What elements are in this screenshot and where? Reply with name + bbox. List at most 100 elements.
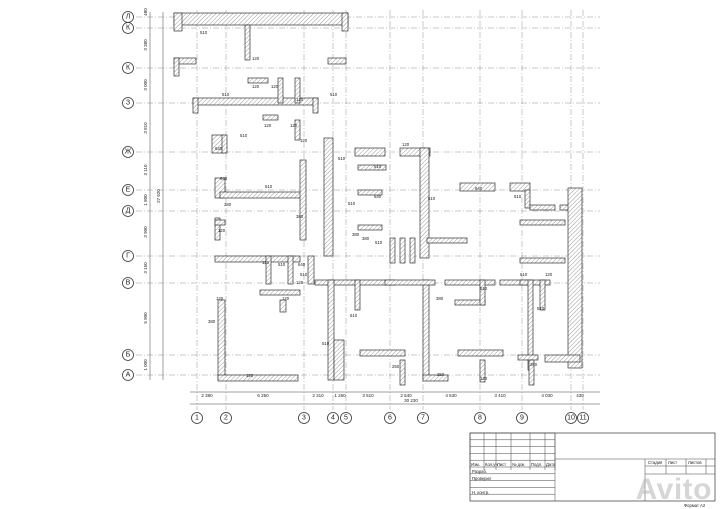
col-axis-label: 1 — [195, 415, 199, 422]
wall-segment — [299, 159, 307, 241]
wall-thickness-label: 120 — [252, 84, 260, 89]
wall-segment — [426, 237, 468, 244]
bottom-dim-text: 3 410 — [494, 393, 506, 398]
wall-segment — [357, 224, 383, 231]
wall-thickness-label: 120 — [262, 260, 270, 265]
wall-thickness-label: 510 — [374, 164, 382, 169]
col-axis-label: 6 — [388, 415, 392, 422]
wall-segment — [519, 257, 566, 264]
wall-thickness-label: 120 — [290, 123, 298, 128]
row-axis-bubble — [122, 349, 134, 361]
col-axis-bubble — [220, 412, 232, 424]
wall-thickness-label: 120 — [296, 97, 304, 102]
wall-thickness-label: 120 — [282, 296, 290, 301]
col-axis-bubble — [516, 412, 528, 424]
wall-segment — [341, 12, 349, 32]
wall-thickness-label: 510 — [537, 306, 545, 311]
title-block-header: Лист — [497, 462, 506, 467]
wall-thickness-label: 510 — [222, 92, 230, 97]
bottom-dim-text: 6 250 — [257, 393, 269, 398]
col-axis-label: 10 — [567, 415, 575, 422]
left-dim-text: 3 810 — [143, 122, 148, 134]
row-axis-bubble — [122, 62, 134, 74]
left-dim-text: 27 620 — [156, 189, 161, 203]
wall-segment — [277, 77, 284, 104]
row-axis-label: Е — [126, 187, 131, 194]
wall-segment — [219, 191, 306, 199]
wall-thickness-label: 510 — [338, 156, 346, 161]
col-axis-label: 7 — [421, 415, 425, 422]
title-block-header: Дата — [546, 462, 556, 467]
wall-thickness-label: 380 — [436, 296, 444, 301]
wall-segment — [517, 354, 539, 361]
col-axis-label: 3 — [302, 415, 306, 422]
wall-thickness-label: 250 — [392, 364, 400, 369]
row-axis-label: А — [126, 372, 131, 379]
wall-thickness-label: 120 — [545, 272, 553, 277]
wall-segment — [459, 182, 496, 192]
wall-segment — [307, 255, 315, 285]
left-dim-text: 3 380 — [143, 39, 148, 51]
wall-segment — [479, 359, 486, 383]
total-dim-text: 30 230 — [404, 398, 418, 403]
title-block-header: № док. — [512, 462, 525, 467]
wall-thickness-label: 510 — [240, 133, 248, 138]
title-block-header: Подп. — [531, 462, 542, 467]
bottom-dim-text: 2 380 — [201, 393, 213, 398]
row-axis-label: К — [126, 25, 131, 32]
bottom-dim-text: 430 — [576, 393, 584, 398]
wall-segment — [399, 359, 406, 386]
row-axis-bubble — [122, 277, 134, 289]
wall-segment — [221, 134, 228, 154]
col-axis-bubble — [340, 412, 352, 424]
wall-thickness-label: 120 — [402, 142, 410, 147]
wall-segment — [244, 24, 251, 61]
bottom-dim-text: 4 030 — [541, 393, 553, 398]
left-dim-text: 3 900 — [143, 226, 148, 238]
wall-segment — [444, 279, 496, 286]
title-block-info-header: Листов — [688, 460, 702, 465]
wall-thickness-label: 380 — [530, 362, 538, 367]
wall-thickness-label: 510 — [348, 201, 356, 206]
row-axis-label: К — [126, 65, 131, 72]
col-axis-label: 4 — [331, 415, 335, 422]
title-block-info-header: Стадия — [648, 460, 662, 465]
wall-segment — [312, 97, 319, 114]
wall-segment — [524, 189, 531, 209]
bottom-dim-text: 1 260 — [334, 393, 346, 398]
wall-segment — [173, 57, 180, 77]
wall-thickness-label: 120 — [246, 373, 254, 378]
wall-thickness-label: 640 — [374, 194, 382, 199]
walls: 510 120 120 120 510 120 510 120 120 510 640 120 510 5… — [173, 12, 583, 386]
left-dim-text: 3 150 — [143, 262, 148, 274]
wall-segment — [279, 299, 287, 313]
wall-thickness-label: 380 — [224, 202, 232, 207]
wall-thickness-label: 510 — [200, 30, 208, 35]
wall-segment — [389, 237, 396, 264]
wall-segment — [528, 359, 535, 386]
wall-segment — [192, 97, 199, 114]
row-axis-label: В — [126, 280, 131, 287]
wall-thickness-label: 510 — [520, 272, 528, 277]
wall-segment — [354, 279, 361, 311]
wall-segment — [519, 219, 566, 226]
col-axis-label: 5 — [344, 415, 348, 422]
wall-thickness-label: 380 — [352, 232, 360, 237]
col-axis-bubble — [565, 412, 577, 424]
left-dim-text: 480 — [143, 8, 148, 16]
wall-thickness-label: 640 — [298, 262, 306, 267]
wall-segment — [422, 279, 430, 381]
wall-thickness-label: 640 — [215, 146, 223, 151]
col-axis-bubble — [327, 412, 339, 424]
wall-thickness-label: 510 — [375, 240, 383, 245]
wall-segment — [399, 147, 431, 157]
wall-segment — [247, 77, 269, 84]
row-axis-bubble — [122, 22, 134, 34]
title-block-info-header: Лист — [668, 460, 677, 465]
wall-thickness-label: 380 — [296, 214, 304, 219]
left-dim-text: 3 000 — [143, 79, 148, 91]
wall-thickness-label: 510 — [322, 341, 330, 346]
wall-thickness-label: 510 — [330, 92, 338, 97]
